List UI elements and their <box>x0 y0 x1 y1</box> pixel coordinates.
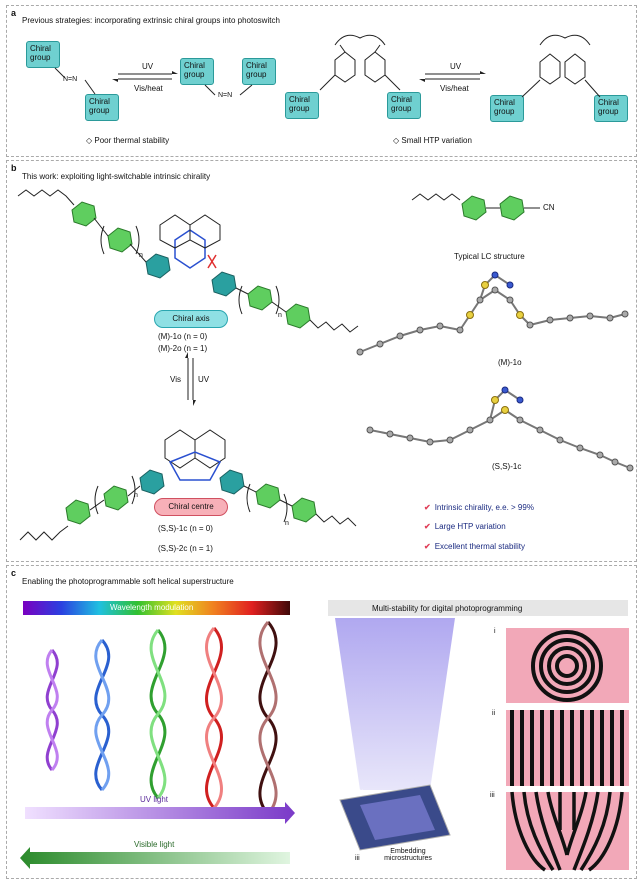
ss2c-label: (S,S)-2c (n = 1) <box>158 544 213 553</box>
vis-heat-label: Vis/heat <box>134 84 163 93</box>
chiral-group-box: Chiral group <box>490 95 524 122</box>
embedding-label: Embedding microstructures <box>384 848 432 862</box>
multi-stability-title: Multi-stability for digital photoprogram… <box>372 604 523 613</box>
visible-light-label: Visible light <box>134 840 175 849</box>
check-icon: ✔ <box>424 522 431 531</box>
panel-a-title: Previous strategies: incorporating extri… <box>22 16 280 25</box>
m1o-label: (M)-1o (n = 0) <box>158 332 208 341</box>
marker-iii: iii <box>355 855 360 862</box>
chiral-group-box: Chiral group <box>387 92 421 119</box>
panel-b-title: This work: exploiting light-switchable i… <box>22 172 211 181</box>
chiral-group-box: Chiral group <box>285 92 319 119</box>
chiral-axis-pill: Chiral axis <box>154 310 228 328</box>
uv-label: UV <box>142 62 154 71</box>
m2o-label: (M)-2o (n = 1) <box>158 344 208 353</box>
azo-label: N=N <box>63 76 78 83</box>
check-icon: ✔ <box>424 503 431 512</box>
chiral-group-box: Chiral group <box>180 58 214 85</box>
marker-i: i <box>452 800 454 807</box>
wavelength-bar <box>23 601 290 615</box>
vis-heat-label: Vis/heat <box>440 84 469 93</box>
n-subscript: n <box>278 312 282 319</box>
panel-c <box>6 565 637 879</box>
n-subscript: n <box>285 520 289 527</box>
panel-a-label: a <box>11 8 17 18</box>
azo-label: N=N <box>218 92 233 99</box>
uv-light-label: UV light <box>140 795 169 804</box>
chiral-group-box: Chiral group <box>242 58 276 85</box>
pattern-i-label: i <box>494 628 496 635</box>
ss1c-label: (S,S)-1c (n = 0) <box>158 524 213 533</box>
pattern-ii-label: ii <box>492 710 496 717</box>
lc-structure-label: Typical LC structure <box>454 252 525 261</box>
poor-thermal-note: ◇ Poor thermal stability <box>86 136 170 145</box>
wavelength-label: Wavelength modulation <box>110 603 194 612</box>
uv-label: UV <box>450 62 462 71</box>
chiral-group-box: Chiral group <box>85 94 119 121</box>
chiral-group-box: Chiral group <box>594 95 628 122</box>
multi-stability-header <box>328 600 628 616</box>
chiral-group-box: Chiral group <box>26 41 60 68</box>
chiral-centre-pill: Chiral centre <box>154 498 228 516</box>
cn-label: CN <box>543 203 555 212</box>
n-subscript: n <box>139 252 143 259</box>
bullet-item: ✔Excellent thermal stability <box>424 542 525 551</box>
pattern-iii-label: iii <box>490 792 495 799</box>
panel-b-label: b <box>11 163 17 173</box>
xray-bottom-label: (S,S)-1c <box>492 462 522 471</box>
check-icon: ✔ <box>424 542 431 551</box>
bullet-item: ✔Intrinsic chirality, e.e. > 99% <box>424 503 534 512</box>
vis-label: Vis <box>170 375 181 384</box>
uv-label: UV <box>198 375 210 384</box>
small-htp-note: ◇ Small HTP variation <box>393 136 472 145</box>
xray-top-label: (M)-1o <box>498 358 522 367</box>
panel-c-title: Enabling the photoprogrammable soft heli… <box>22 577 234 586</box>
bullet-item: ✔Large HTP variation <box>424 522 506 531</box>
n-subscript: n <box>134 492 138 499</box>
panel-a <box>6 5 637 157</box>
panel-c-label: c <box>11 568 17 578</box>
panel-b <box>6 160 637 562</box>
marker-ii: ii <box>360 790 364 797</box>
